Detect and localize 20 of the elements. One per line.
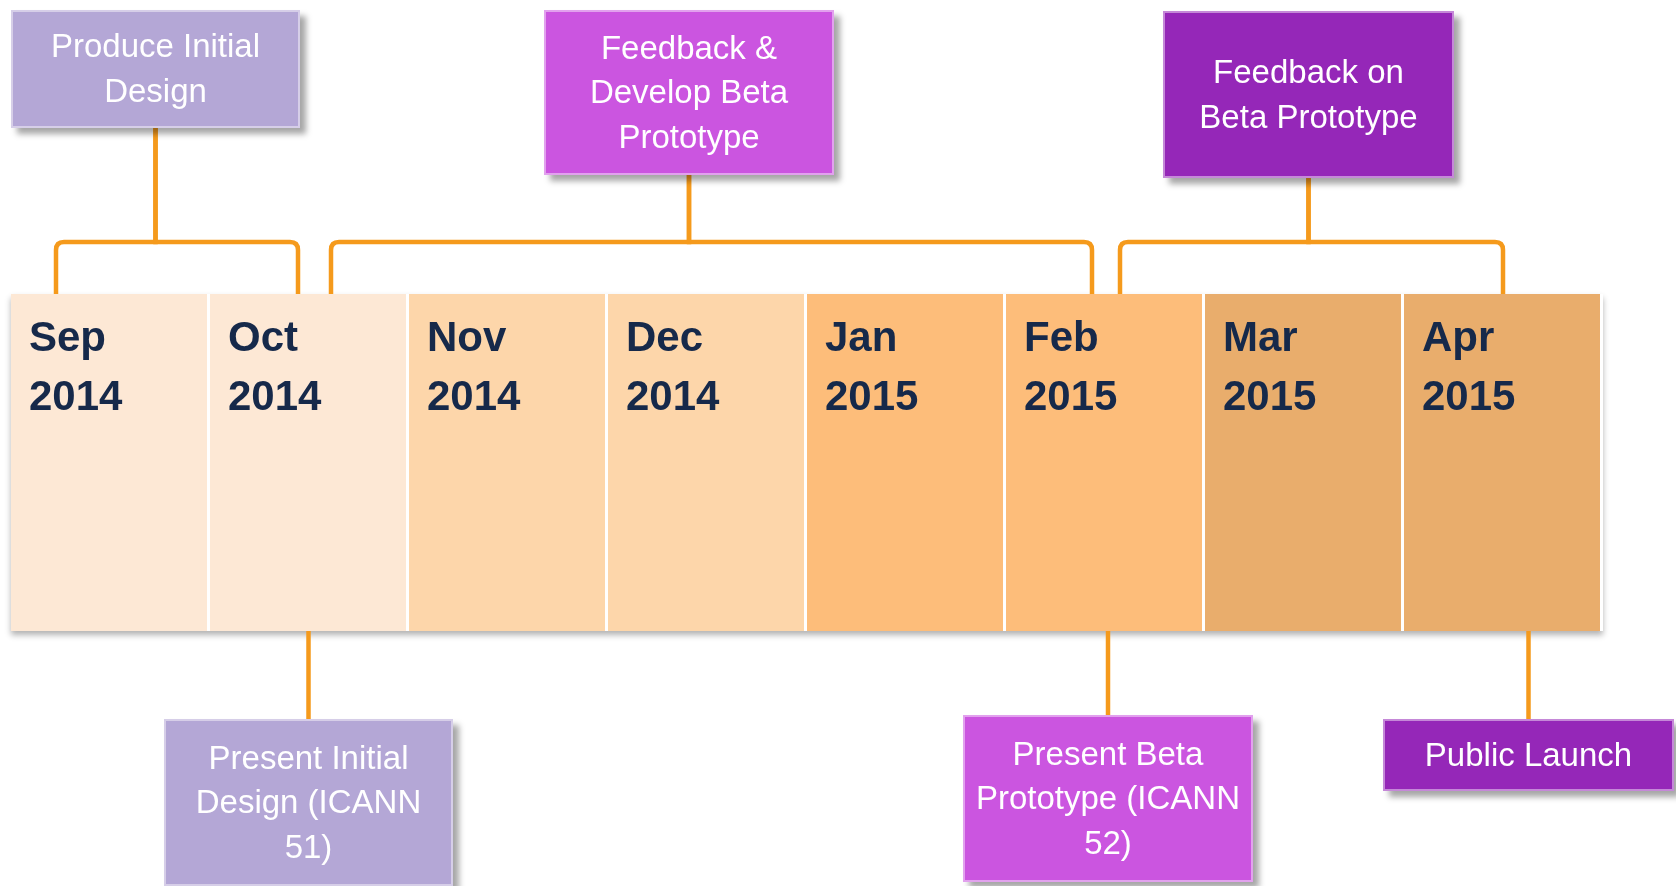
bracket-connector bbox=[1306, 178, 1506, 294]
bracket-connector bbox=[686, 175, 1095, 294]
month-cell: Nov 2014 bbox=[409, 294, 605, 631]
milestone-box: Present Beta Prototype (ICANN 52) bbox=[963, 715, 1253, 882]
bracket-connector bbox=[1105, 631, 1111, 715]
milestone-box: Produce Initial Design bbox=[11, 10, 300, 128]
month-cell: Sep 2014 bbox=[11, 294, 207, 631]
bracket-connector bbox=[1526, 631, 1531, 719]
bracket-connector bbox=[306, 631, 311, 719]
month-cell: Dec 2014 bbox=[608, 294, 804, 631]
milestone-box: Public Launch bbox=[1383, 719, 1674, 791]
month-cell: Oct 2014 bbox=[210, 294, 406, 631]
month-cell: Apr 2015 bbox=[1404, 294, 1600, 631]
milestone-box: Present Initial Design (ICANN 51) bbox=[164, 719, 453, 886]
milestone-box: Feedback on Beta Prototype bbox=[1163, 11, 1454, 178]
month-cell: Jan 2015 bbox=[807, 294, 1003, 631]
bracket-connector bbox=[153, 128, 301, 294]
month-cell: Feb 2015 bbox=[1006, 294, 1202, 631]
milestone-box: Feedback & Develop Beta Prototype bbox=[544, 10, 834, 175]
month-cell: Mar 2015 bbox=[1205, 294, 1401, 631]
